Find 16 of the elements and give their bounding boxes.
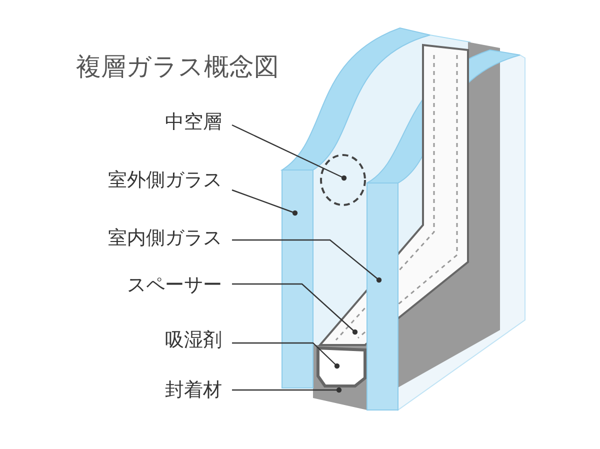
leader-line bbox=[232, 387, 342, 393]
part-label: 室内側ガラス bbox=[108, 226, 222, 250]
leader-line bbox=[232, 342, 340, 369]
part-label: 吸湿剤 bbox=[165, 328, 222, 352]
leader-line bbox=[232, 124, 347, 181]
part-label: 室外側ガラス bbox=[108, 168, 222, 192]
glass-pane bbox=[366, 182, 398, 410]
glass-pane bbox=[282, 170, 314, 388]
leader-line bbox=[232, 283, 358, 335]
leader-line bbox=[232, 239, 382, 283]
leader-line bbox=[232, 189, 298, 216]
dashed-circle bbox=[320, 154, 366, 206]
part-label: スペーサー bbox=[127, 273, 222, 297]
part-label: 封着材 bbox=[165, 378, 222, 402]
title: 複層ガラス概念図 bbox=[76, 52, 279, 82]
part-label: 中空層 bbox=[165, 110, 222, 134]
